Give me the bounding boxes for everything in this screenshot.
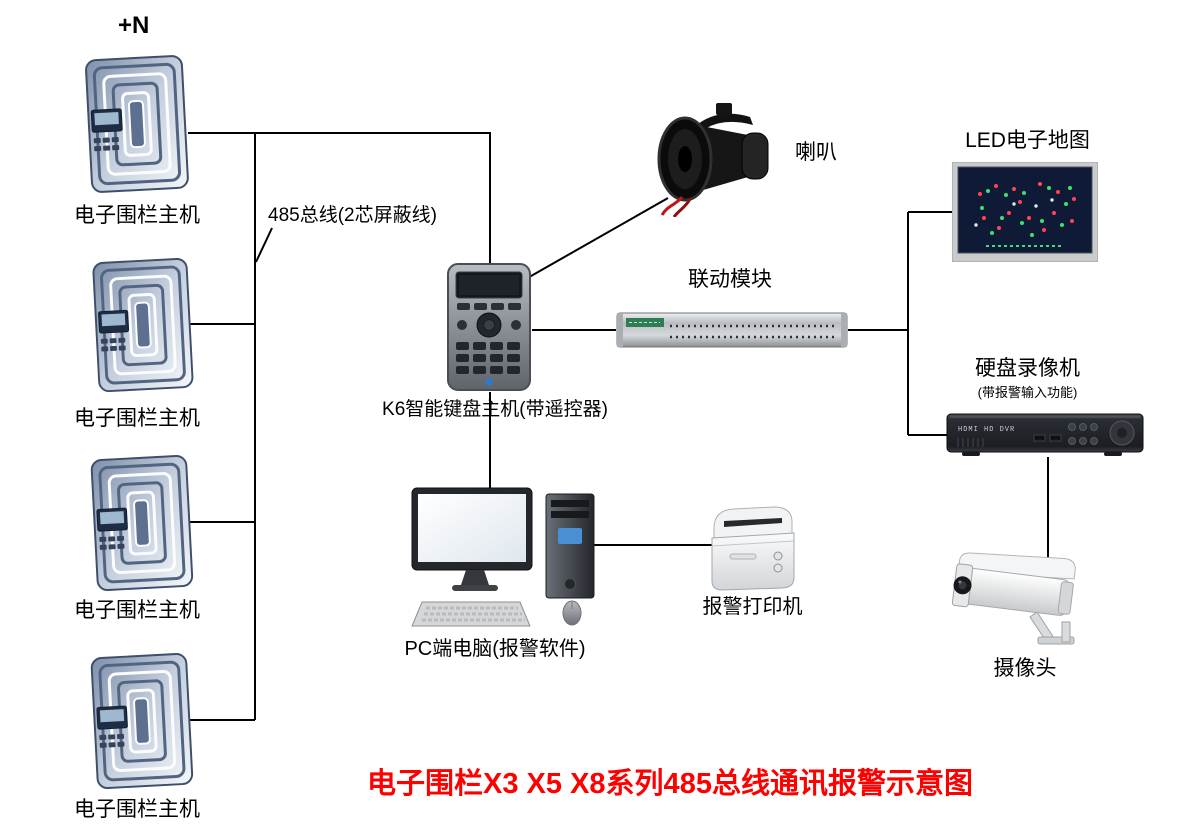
- fence-host-2-icon: [88, 255, 198, 397]
- fence-host-1-icon: [80, 52, 194, 198]
- speaker-label: 喇叭: [795, 141, 837, 164]
- fence-host-3-label: 电子围栏主机: [74, 599, 200, 622]
- fence-host-4-icon: [86, 650, 198, 794]
- speaker-icon: [652, 93, 780, 217]
- keyboard-host-label: K6智能键盘主机(带遥控器): [382, 399, 608, 420]
- printer-icon: [698, 498, 808, 598]
- camera-icon: [942, 538, 1100, 656]
- dvr-icon: [946, 411, 1144, 457]
- bus-label: 485总线(2芯屏蔽线): [268, 205, 437, 226]
- diagram-title: 电子围栏X3 X5 X8系列485总线通讯报警示意图: [367, 768, 973, 800]
- led-map-label: LED电子地图: [965, 129, 1090, 152]
- led-map-icon: [952, 162, 1098, 262]
- fence-host-2-label: 电子围栏主机: [74, 407, 200, 430]
- fence-host-4-label: 电子围栏主机: [74, 798, 200, 821]
- linkage-module-label: 联动模块: [688, 268, 772, 291]
- printer-label: 报警打印机: [702, 596, 803, 618]
- pc-icon: [406, 486, 608, 634]
- linkage-module-icon: [616, 309, 848, 351]
- plus-n-annotation: +N: [118, 12, 150, 39]
- camera-label: 摄像头: [993, 657, 1057, 680]
- fence-host-3-icon: [86, 452, 198, 596]
- keyboard-host-icon: [446, 262, 532, 392]
- dvr-sublabel: (带报警输入功能): [977, 385, 1078, 400]
- dvr-label: 硬盘录像机: [975, 357, 1080, 380]
- fence-host-1-label: 电子围栏主机: [74, 204, 200, 227]
- pc-label: PC端电脑(报警软件): [404, 638, 586, 660]
